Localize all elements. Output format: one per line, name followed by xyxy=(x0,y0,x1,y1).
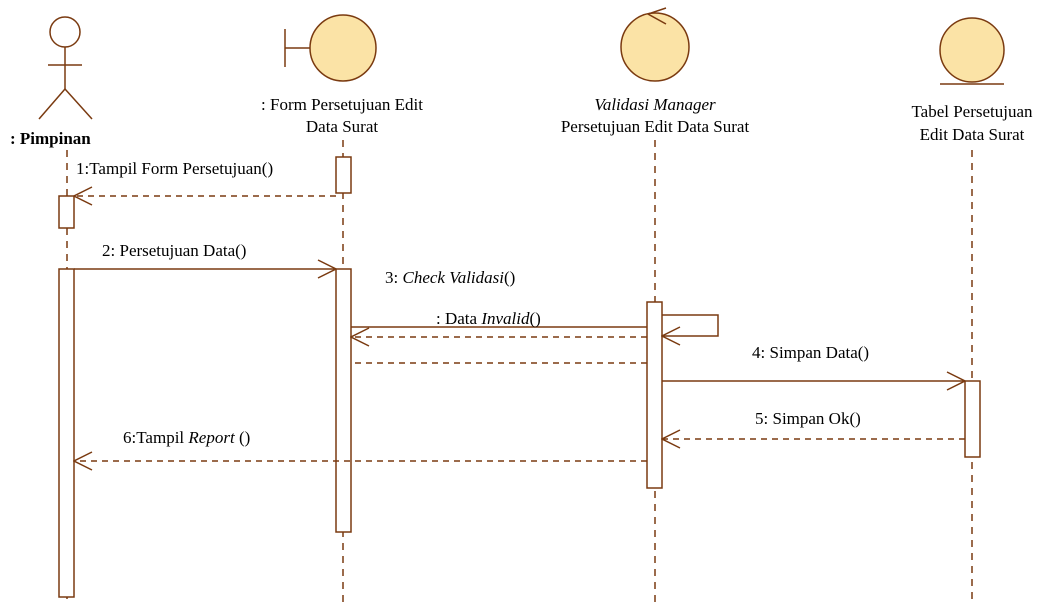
participant-pimpinan-label: : Pimpinan xyxy=(10,129,91,148)
entity-icon xyxy=(939,17,1005,85)
control-icon xyxy=(620,7,690,82)
participant-validasi-label-line2: Persetujuan Edit Data Surat xyxy=(561,117,750,136)
activation-tabel xyxy=(964,380,981,458)
message-2-label: 2: Persetujuan Data() xyxy=(102,241,246,260)
message-4-label: 4: Simpan Data() xyxy=(752,343,869,362)
participant-tabel-label-line1: Tabel Persetujuan xyxy=(911,102,1033,121)
message-1-label: 1:Tampil Form Persetujuan() xyxy=(76,159,273,178)
message-3-self-arrow xyxy=(662,314,719,336)
boundary-icon xyxy=(284,14,377,82)
activation-validasi xyxy=(646,301,663,489)
participant-form-label-line1: : Form Persetujuan Edit xyxy=(261,95,423,114)
message-5-label: 5: Simpan Ok() xyxy=(755,409,861,428)
activation-pimpinan-2 xyxy=(58,268,75,598)
participant-form-label-line2: Data Surat xyxy=(306,117,379,136)
message-invalid-label: : Data Invalid() xyxy=(436,309,541,328)
message-3-label: 3: Check Validasi() xyxy=(385,268,515,287)
participant-tabel-label-line2: Edit Data Surat xyxy=(920,125,1025,144)
participant-validasi-label-line1: Validasi Manager xyxy=(594,95,716,114)
activation-form-1 xyxy=(335,156,352,194)
activation-form-2 xyxy=(335,268,352,533)
activation-pimpinan-1 xyxy=(58,195,75,229)
message-6-label: 6:Tampil Report () xyxy=(123,428,250,447)
actor-pimpinan-icon xyxy=(38,16,93,120)
